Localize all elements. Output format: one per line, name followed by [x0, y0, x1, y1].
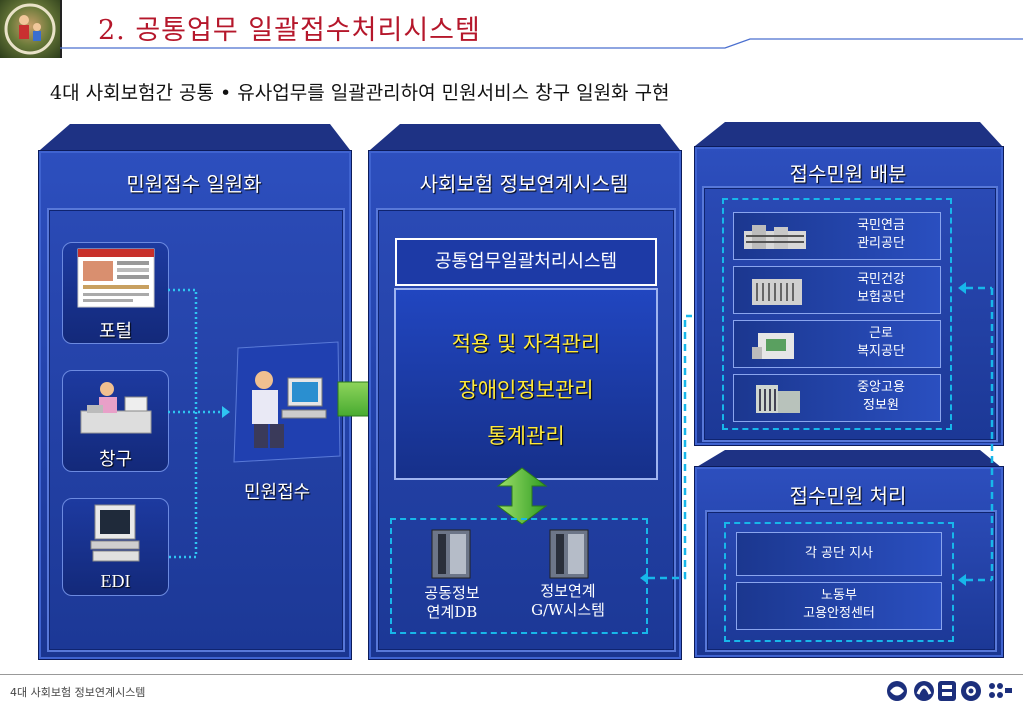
agency-nps: 국민연금 관리공단 [733, 212, 941, 260]
page-title: 2. 공통업무 일괄접수처리시스템 [98, 15, 481, 46]
system-name-box: 공통업무일괄처리시스템 [395, 238, 657, 286]
office-branches: 각 공단 지사 [736, 532, 942, 576]
building-icon [744, 225, 806, 249]
system-name: 공통업무일괄처리시스템 [434, 251, 618, 272]
logo-icon [989, 683, 1012, 698]
footer-divider [0, 674, 1023, 675]
office-employment-center: 노동부 고용안정센터 [736, 582, 942, 630]
logo-icon [887, 681, 907, 701]
green-updown-arrow [496, 467, 548, 525]
reception-operator [228, 338, 346, 468]
panel-tops [40, 122, 1002, 150]
logo-icon [961, 681, 981, 701]
agency-nhis: 국민건강 보험공단 [733, 266, 941, 314]
logo-icon [914, 681, 934, 701]
agency-comwel: 근로 복지공단 [733, 320, 941, 368]
db-label: 공동정보 연계DB [424, 584, 480, 621]
agency-label: 근로 복지공단 [857, 326, 905, 359]
agency-label: 국민연금 관리공단 [857, 218, 905, 251]
function-item: 통계관리 [487, 424, 565, 448]
right-top-title: 접수민원 배분 [789, 162, 907, 186]
title-underline [60, 38, 1023, 49]
gw-label: 정보연계 G/W시스템 [531, 582, 605, 619]
building-icon [752, 279, 802, 305]
left-panel-title: 민원접수 일원화 [126, 172, 262, 196]
agencies-dashed-group [722, 198, 952, 430]
center-panel-title: 사회보험 정보연계시스템 [419, 172, 629, 196]
computer-terminal-icon [90, 504, 140, 562]
right-bottom-title: 접수민원 처리 [789, 484, 907, 508]
reception-label: 민원접수 [244, 482, 311, 503]
function-item: 장애인정보관리 [458, 378, 594, 402]
header-logo-photo [0, 0, 62, 58]
channel-label-edi: EDI [100, 571, 131, 591]
agency-label: 국민건강 보험공단 [857, 272, 905, 305]
channel-portal: 포털 [62, 242, 169, 344]
logo-icon [938, 681, 956, 701]
office-label: 각 공단 지사 [804, 546, 874, 561]
footer-text: 4대 사회보험 정보연계시스템 [10, 686, 146, 699]
building-icon [756, 385, 800, 413]
web-portal-icon [77, 248, 155, 308]
office-label: 노동부 고용안정센터 [803, 588, 875, 621]
functions-box: 적용 및 자격관리 장애인정보관리 통계관리 [394, 288, 658, 480]
page-subtitle: 4대 사회보험간 공통 • 유사업무를 일괄관리하여 민원서비스 창구 일원화 … [50, 82, 670, 104]
server-rack-icon [549, 529, 589, 579]
agency-keis: 중앙고용 정보원 [733, 374, 941, 422]
agency-label: 중앙고용 정보원 [857, 380, 905, 413]
channel-counter: 창구 [62, 370, 169, 472]
operator-at-computer-icon [233, 341, 341, 463]
person-photo-icon [4, 3, 56, 55]
counter-clerk-icon [80, 382, 152, 434]
channel-edi: EDI [62, 498, 169, 596]
agency-logos [887, 681, 1012, 701]
offices-dashed-group [724, 522, 954, 642]
server-rack-icon [431, 529, 471, 579]
panel-top-lower [695, 450, 1002, 468]
building-icon [752, 333, 794, 359]
channel-label-portal: 포털 [98, 321, 133, 342]
channel-label-counter: 창구 [98, 449, 133, 470]
function-item: 적용 및 자격관리 [451, 332, 601, 356]
